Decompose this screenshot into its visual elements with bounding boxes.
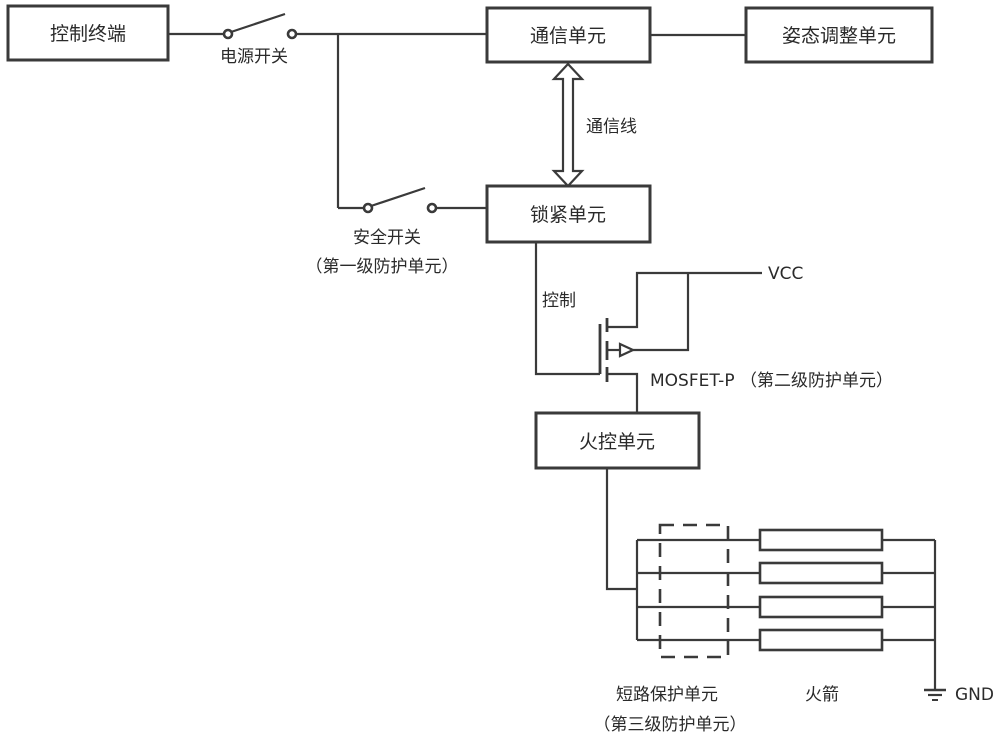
attitude-unit-label: 姿态调整单元 (782, 25, 896, 47)
control-terminal-label: 控制终端 (50, 23, 126, 45)
ground-icon (924, 688, 946, 701)
rocket-rows (637, 528, 935, 652)
short-circuit-protection-box (658, 523, 730, 659)
short-circuit-protection-label: 短路保护单元 (616, 685, 718, 705)
lock-unit-box (485, 184, 652, 244)
comm-unit-label: 通信单元 (530, 25, 606, 47)
wire-source-to-vcc (607, 271, 762, 329)
fire-control-unit-box (534, 411, 701, 470)
vcc-label: VCC (768, 264, 803, 284)
safety-switch: 安全开关 （第一级防护单元） (306, 186, 487, 277)
power-switch-lever (230, 12, 286, 34)
safety-switch-lever (370, 186, 426, 208)
rocket-row (637, 628, 935, 652)
power-switch-contact-right (286, 28, 298, 40)
comm-unit-box (485, 6, 652, 64)
rocket-igniter (758, 561, 884, 585)
rocket-igniter (758, 528, 884, 552)
mosfet-label: MOSFET-P （第二级防护单元） (650, 371, 893, 391)
rocket-row (637, 595, 935, 619)
control-terminal-block: 控制终端 (6, 4, 170, 62)
power-switch-label: 电源开关 (220, 47, 288, 67)
rocket-label: 火箭 (805, 685, 839, 705)
attitude-unit-block: 姿态调整单元 (744, 6, 934, 64)
rocket-row (637, 528, 935, 552)
safety-switch-contact-left (362, 202, 374, 214)
mosfet-arrow-icon (618, 342, 636, 358)
gnd-label: GND (955, 685, 994, 705)
mosfet-p: VCC MOSFET-P （第二级防护单元） (598, 264, 893, 413)
wire-drain-to-fire (607, 372, 639, 413)
rocket-igniter (758, 595, 884, 619)
comm-line-arrow: 通信线 (551, 62, 637, 188)
control-terminal-box (6, 4, 170, 62)
safety-switch-contact-right (426, 202, 438, 214)
control-label: 控制 (542, 291, 576, 311)
wire-fire-to-bus (605, 468, 637, 591)
comm-unit-block: 通信单元 (485, 6, 652, 64)
wire-control-to-gate (534, 242, 600, 376)
attitude-unit-box (744, 6, 934, 64)
third-protection-label: （第三级防护单元） (594, 715, 747, 735)
power-switch: 电源开关 (168, 12, 298, 67)
power-switch-contact-left (222, 28, 234, 40)
comm-line-label: 通信线 (586, 117, 637, 137)
fire-control-unit-label: 火控单元 (579, 431, 655, 453)
fire-control-unit-block: 火控单元 (534, 411, 701, 470)
safety-switch-label: 安全开关 (353, 228, 421, 248)
double-arrow-icon (551, 62, 585, 188)
first-protection-label: （第一级防护单元） (306, 257, 459, 277)
rocket-igniter (758, 628, 884, 652)
lock-unit-label: 锁紧单元 (530, 204, 606, 226)
lock-unit-block: 锁紧单元 (485, 184, 652, 244)
wire-body-to-vcc (633, 273, 690, 352)
rocket-row (637, 561, 935, 585)
